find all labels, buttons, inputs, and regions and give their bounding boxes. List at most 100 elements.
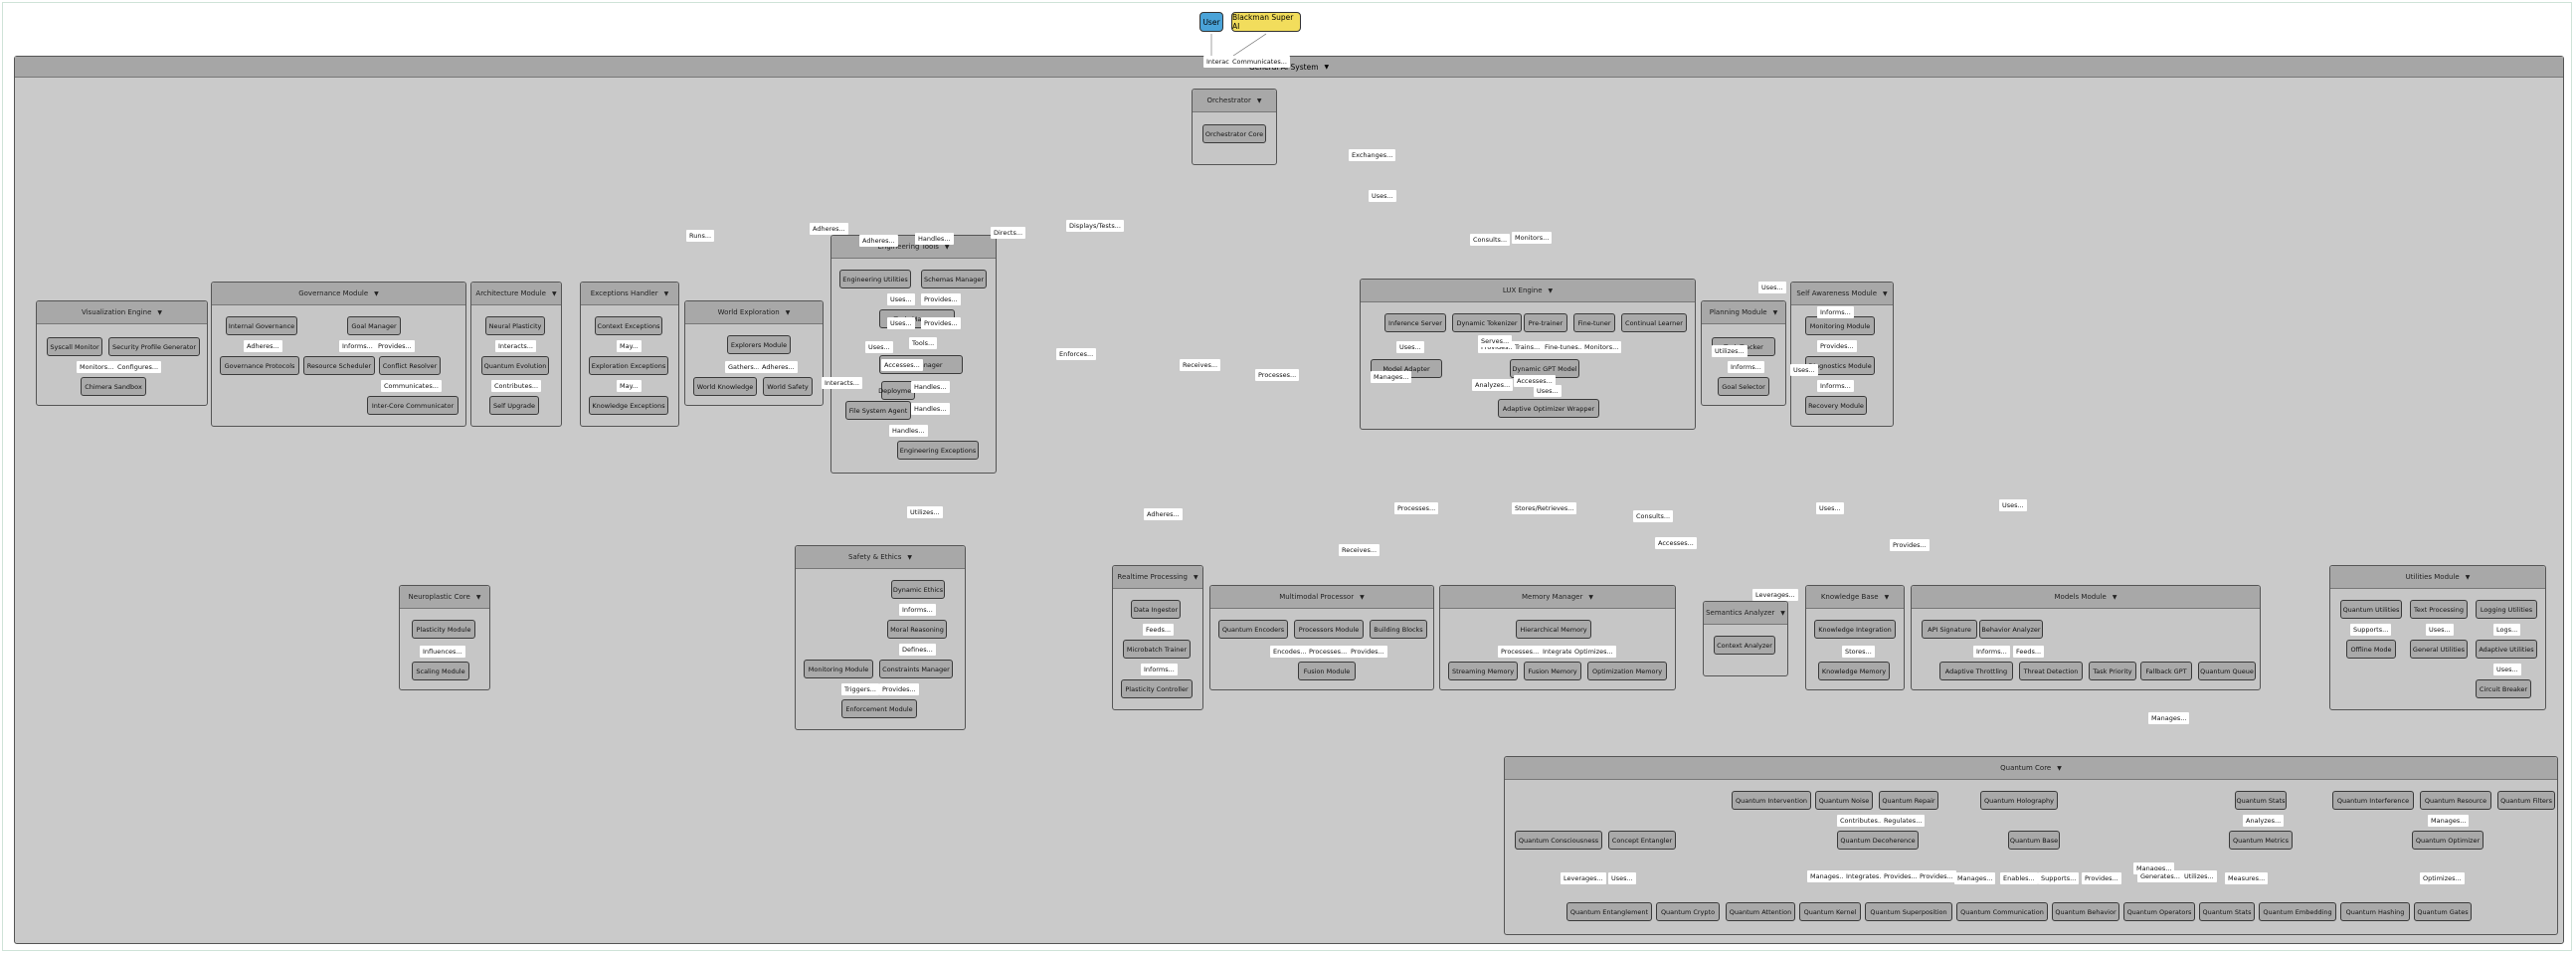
group-header[interactable]: World Exploration▼	[685, 301, 823, 324]
node[interactable]: Dynamic Tokenizer	[1452, 313, 1522, 332]
chevron-down-icon[interactable]: ▼	[1324, 63, 1330, 71]
node[interactable]: World Knowledge	[693, 377, 757, 396]
node[interactable]: Microbatch Trainer	[1123, 640, 1191, 659]
chevron-down-icon[interactable]: ▼	[1588, 593, 1593, 601]
node[interactable]: Scaling Module	[412, 662, 469, 680]
chevron-down-icon[interactable]: ▼	[1884, 593, 1890, 601]
chevron-down-icon[interactable]: ▼	[1256, 96, 1262, 104]
node[interactable]: Inference Server	[1384, 313, 1446, 332]
node[interactable]: Offline Mode	[2346, 640, 2396, 659]
node[interactable]: API Signature	[1922, 620, 1977, 639]
node[interactable]: Circuit Breaker	[2476, 679, 2531, 698]
group-header[interactable]: Planning Module▼	[1702, 301, 1785, 324]
node[interactable]: Quantum Metrics	[2229, 831, 2293, 850]
node[interactable]: Moral Reasoning	[887, 620, 947, 639]
node[interactable]: Conflict Resolver	[379, 356, 441, 375]
group-header[interactable]: Governance Module▼	[212, 283, 465, 305]
node[interactable]: Knowledge Memory	[1818, 662, 1890, 680]
chevron-down-icon[interactable]: ▼	[1883, 289, 1888, 297]
node[interactable]: Quantum Consciousness	[1515, 831, 1602, 850]
node[interactable]: Quantum Interference	[2332, 791, 2414, 810]
group-header[interactable]: Realtime Processing▼	[1113, 566, 1202, 589]
node[interactable]: Threat Detection	[2019, 662, 2083, 680]
node[interactable]: Neural Plasticity	[485, 316, 545, 335]
group-header[interactable]: Exceptions Handler▼	[581, 283, 678, 305]
node[interactable]: Governance Protocols	[220, 356, 299, 375]
node[interactable]: Inter-Core Communicator	[367, 396, 459, 415]
node[interactable]: Quantum Queue	[2198, 662, 2256, 680]
node[interactable]: Task Priority	[2089, 662, 2136, 680]
chevron-down-icon[interactable]: ▼	[1780, 609, 1785, 617]
node[interactable]: Quantum Operators	[2123, 902, 2195, 921]
node[interactable]: Internal Governance	[226, 316, 297, 335]
node[interactable]: Processors Module	[1294, 620, 1364, 639]
chevron-down-icon[interactable]: ▼	[2112, 593, 2117, 601]
node[interactable]: Adaptive Throttling	[1939, 662, 2013, 680]
chevron-down-icon[interactable]: ▼	[785, 308, 791, 316]
node[interactable]: Context Exceptions	[595, 316, 662, 335]
node[interactable]: Continual Learner	[1621, 313, 1687, 332]
group-header[interactable]: Neuroplastic Core▼	[400, 586, 489, 609]
node[interactable]: Dynamic Ethics	[891, 580, 945, 599]
group-header[interactable]: Quantum Core▼	[1505, 757, 2557, 780]
chevron-down-icon[interactable]: ▼	[1548, 286, 1554, 294]
node[interactable]: Pre-trainer	[1524, 313, 1567, 332]
node[interactable]: Knowledge Exceptions	[589, 396, 668, 415]
node[interactable]: Monitoring Module	[1805, 316, 1875, 335]
node[interactable]: Engineering Exceptions	[897, 441, 979, 460]
node[interactable]: Quantum Communication	[1956, 902, 2048, 921]
node[interactable]: Quantum Decoherence	[1837, 831, 1919, 850]
node[interactable]: Quantum Crypto	[1656, 902, 1720, 921]
chevron-down-icon[interactable]: ▼	[551, 289, 557, 297]
chevron-down-icon[interactable]: ▼	[1360, 593, 1365, 601]
node[interactable]: Quantum Holography	[1980, 791, 2058, 810]
node[interactable]: Diagnostics Module	[1805, 356, 1875, 375]
node[interactable]: Building Blocks	[1370, 620, 1427, 639]
group-header[interactable]: Safety & Ethics▼	[796, 546, 965, 569]
group-header[interactable]: Architecture Module▼	[471, 283, 561, 305]
group-header[interactable]: Orchestrator▼	[1193, 90, 1276, 112]
node[interactable]: Plasticity Module	[412, 620, 475, 639]
node[interactable]: Quantum Noise	[1815, 791, 1873, 810]
node[interactable]: Quantum Superposition	[1865, 902, 1952, 921]
node[interactable]: Security Profile Generator	[108, 337, 200, 356]
node[interactable]: Quantum Encoders	[1218, 620, 1288, 639]
node[interactable]: Fusion Module	[1298, 662, 1356, 680]
node[interactable]: General Utilities	[2410, 640, 2468, 659]
node[interactable]: Logging Utilities	[2476, 600, 2537, 619]
node[interactable]: Text Processing	[2410, 600, 2468, 619]
node[interactable]: Recovery Module	[1805, 396, 1867, 415]
node[interactable]: Chimera Sandbox	[81, 377, 146, 396]
node[interactable]: Quantum Repair	[1879, 791, 1938, 810]
node[interactable]: Goal Selector	[1718, 377, 1769, 396]
chevron-down-icon[interactable]: ▼	[907, 553, 912, 561]
chevron-down-icon[interactable]: ▼	[374, 289, 379, 297]
node-orchestrator-core[interactable]: Orchestrator Core	[1202, 124, 1266, 143]
chevron-down-icon[interactable]: ▼	[944, 243, 950, 251]
group-header[interactable]: LUX Engine▼	[1361, 280, 1695, 302]
chevron-down-icon[interactable]: ▼	[475, 593, 481, 601]
node[interactable]: Quantum Utilities	[2340, 600, 2402, 619]
group-header[interactable]: Memory Manager▼	[1440, 586, 1675, 609]
node[interactable]: Adaptive Optimizer Wrapper	[1498, 399, 1599, 418]
group-header[interactable]: Semantics Analyzer▼	[1704, 602, 1787, 625]
node[interactable]: Concept Entangler	[1608, 831, 1676, 850]
user-node[interactable]: User	[1199, 12, 1223, 32]
node[interactable]: Enforcement Module	[841, 699, 917, 718]
node[interactable]: Goal Manager	[347, 316, 401, 335]
node[interactable]: Quantum Attention	[1726, 902, 1795, 921]
node[interactable]: Knowledge Integration	[1814, 620, 1896, 639]
node[interactable]: Constraints Manager	[879, 660, 953, 678]
node[interactable]: Monitoring Module	[804, 660, 873, 678]
node[interactable]: Quantum Resource	[2420, 791, 2491, 810]
chevron-down-icon[interactable]: ▼	[157, 308, 163, 316]
group-header[interactable]: Multimodal Processor▼	[1210, 586, 1433, 609]
node[interactable]: Quantum Filters	[2497, 791, 2555, 810]
node[interactable]: Self Upgrade	[489, 396, 539, 415]
node[interactable]: Quantum Behavior	[2052, 902, 2119, 921]
node[interactable]: Schemas Manager	[921, 270, 987, 288]
node[interactable]: Fallback GPT	[2140, 662, 2192, 680]
node[interactable]: World Safety	[763, 377, 813, 396]
node[interactable]: Exploration Exceptions	[589, 356, 668, 375]
chevron-down-icon[interactable]: ▼	[2465, 573, 2471, 581]
